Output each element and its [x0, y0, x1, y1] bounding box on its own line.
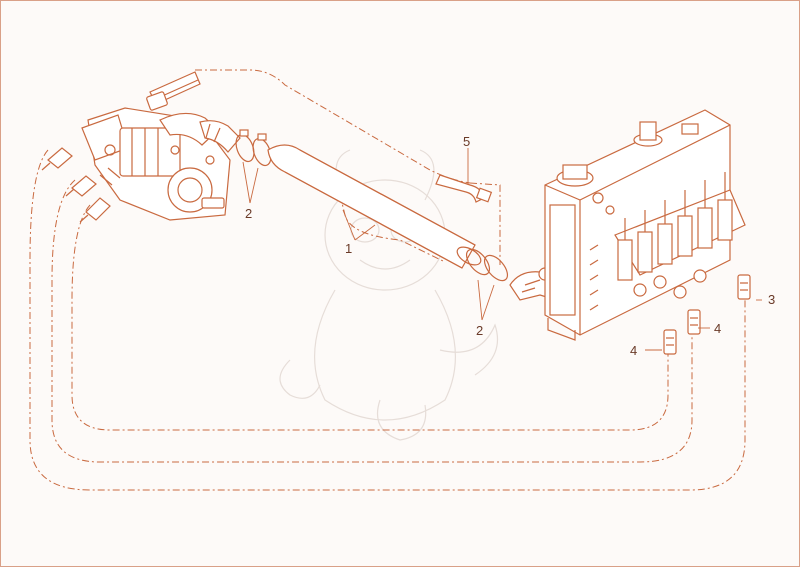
- pump-side-fittings: [41, 147, 111, 223]
- callout-4-right: 4: [714, 321, 721, 336]
- return-fitting: [435, 174, 493, 203]
- pump-top-hose: [146, 71, 201, 111]
- hose-clamp-pair-upper: [235, 129, 272, 167]
- hose-clamp-pair-lower: [465, 248, 509, 282]
- pump-outlet-elbow: [199, 120, 241, 153]
- callout-5: 5: [463, 134, 470, 149]
- mascot-watermark: [279, 149, 499, 441]
- callout-2-lower: 2: [476, 323, 483, 338]
- hydraulic-pump: [81, 107, 231, 221]
- callout-4-left: 4: [630, 343, 637, 358]
- callout-1: 1: [345, 241, 352, 256]
- callout-2-upper: 2: [245, 206, 252, 221]
- control-valve-bank: [614, 172, 746, 299]
- hose-end-fittings: [663, 274, 751, 355]
- suction-hose: [267, 144, 482, 269]
- callout-leader-lines: [242, 148, 762, 351]
- hydraulic-tank: [544, 109, 731, 341]
- callout-3: 3: [768, 292, 775, 307]
